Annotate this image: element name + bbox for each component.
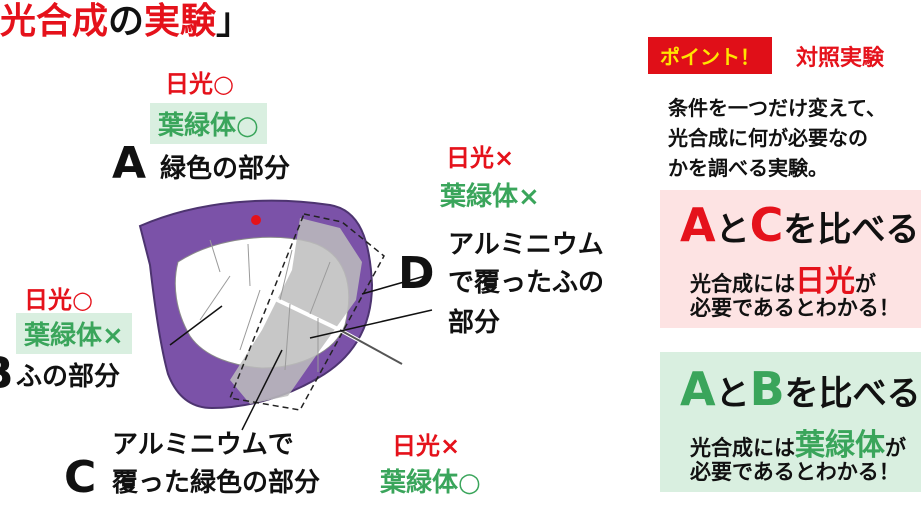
label-a: A: [112, 138, 147, 189]
region-c-sun: 日光×: [392, 432, 461, 460]
label-d: D: [398, 248, 435, 299]
region-d-desc2: で覆ったふの: [448, 268, 605, 298]
compare-ab-line-1: 光合成には葉緑体が: [690, 428, 906, 463]
region-d-desc1: アルミニウム: [448, 230, 604, 260]
label-c: C: [64, 452, 97, 503]
compare-ab-panel: [660, 352, 921, 492]
region-b-sun: 日光○: [24, 286, 93, 314]
point-heading: 対照実験: [796, 46, 885, 71]
marker-dot: [251, 215, 261, 225]
point-line-1: 条件を一つだけ変えて、: [668, 96, 886, 120]
compare-ac-heading: AとCを比べると: [680, 198, 921, 252]
compare-ab-line-2: 必要であるとわかる！: [690, 460, 900, 484]
region-d-sun: 日光×: [446, 144, 515, 172]
compare-ab-heading: AとBを比べると: [680, 362, 921, 416]
label-b: B: [0, 348, 14, 399]
page-title: 光合成の実験」: [0, 1, 253, 42]
region-c-chloro: 葉緑体○: [380, 468, 481, 498]
region-c-desc2: 覆った緑色の部分: [112, 468, 321, 498]
region-a-sun: 日光○: [165, 70, 234, 98]
leaf-veins: [199, 239, 331, 372]
region-d-desc3: 部分: [448, 308, 501, 338]
point-line-3: かを調べる実験。: [668, 156, 828, 180]
region-c-desc1: アルミニウムで: [112, 430, 294, 460]
region-a-chloro: 葉緑体○: [150, 103, 267, 144]
leaf-stem: [339, 329, 403, 365]
leader-lines: [169, 273, 433, 431]
compare-ac-line-1: 光合成には日光が: [690, 264, 876, 299]
compare-ac-panel: [660, 190, 921, 328]
region-b-chloro: 葉緑体×: [16, 313, 132, 354]
point-line-2: 光合成に何が必要なの: [668, 126, 868, 150]
region-b-desc: ふの部分: [16, 362, 121, 392]
compare-ac-line-2: 必要であるとわかる！: [690, 296, 900, 320]
region-d-chloro: 葉緑体×: [440, 182, 540, 212]
point-badge: ポイント！: [648, 37, 772, 74]
region-a-desc: 緑色の部分: [160, 154, 291, 184]
